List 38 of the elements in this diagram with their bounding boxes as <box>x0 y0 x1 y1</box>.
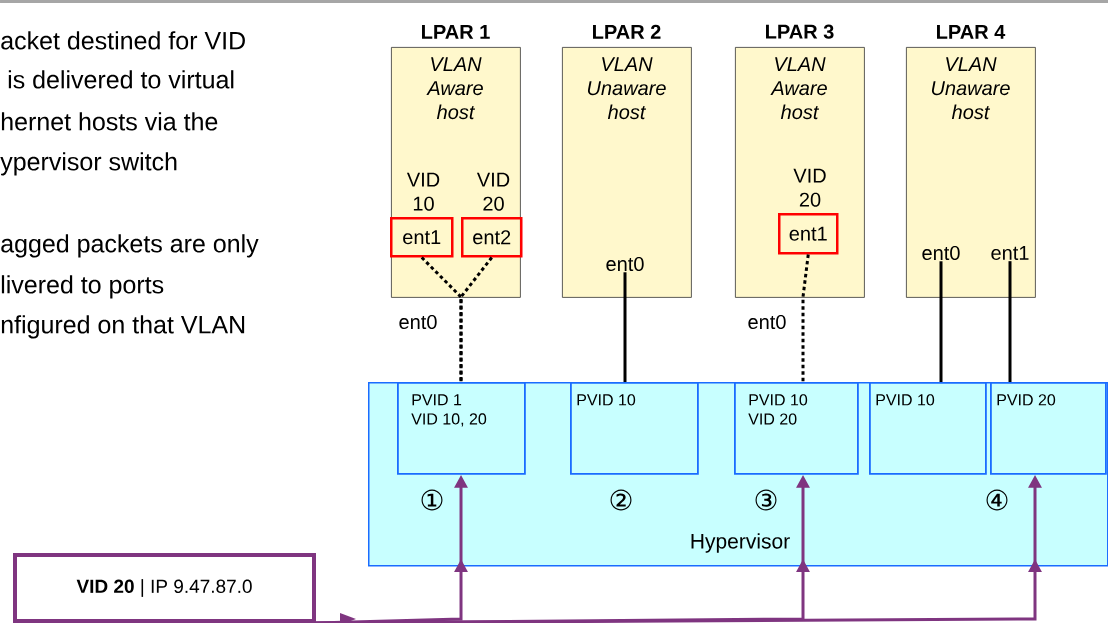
node-label: LPAR 4 <box>937 25 1006 39</box>
node-label: LPAR 3 <box>766 24 834 39</box>
edge-label: ent0 <box>397 313 439 331</box>
interface-label: ent0 <box>922 245 960 261</box>
connector-line <box>623 272 627 382</box>
callout-number: ③ <box>755 489 777 511</box>
interface-label: ent1 <box>991 246 1029 260</box>
interface-box: ent1 <box>390 217 454 258</box>
interface-box: ent1 <box>778 213 839 255</box>
connector-line <box>939 261 943 382</box>
connector-line <box>801 254 810 382</box>
packet-box: VID 20 | IP 9.47.87.0 <box>13 553 316 623</box>
note-text: ypervisor switch <box>0 152 177 176</box>
edge-label: ent0 <box>746 313 788 331</box>
note-text: acket destined for VID <box>1 31 245 50</box>
vid-label: VID 20 <box>476 172 510 211</box>
port-box: PVID 1 VID 10, 20 <box>397 382 526 475</box>
note-text: hernet hosts via the <box>1 112 218 131</box>
vid-label: VID 20 <box>793 168 826 207</box>
port-box: PVID 10 VID 20 <box>734 382 859 475</box>
connector-line <box>420 256 463 382</box>
arrowhead <box>340 613 356 623</box>
connector-line <box>1008 261 1012 382</box>
note-text: nfigured on that VLAN <box>1 315 245 339</box>
callout-number: ④ <box>986 489 1008 511</box>
note-text: is delivered to virtual <box>8 70 234 89</box>
vid-label: VID 10 <box>406 172 440 211</box>
port-box: PVID 20 <box>990 382 1107 475</box>
note-text: agged packets are only <box>1 234 259 258</box>
node-label: LPAR 2 <box>593 24 661 39</box>
node-label: LPAR 1 <box>422 25 490 39</box>
interface-box: ent2 <box>461 217 523 258</box>
interface-label: ent0 <box>606 256 644 272</box>
connector-line <box>459 256 493 382</box>
port-box: PVID 10 <box>570 382 699 475</box>
callout-number: ① <box>421 489 443 511</box>
note-text: livered to ports <box>1 275 164 299</box>
port-box: PVID 10 <box>869 382 987 475</box>
